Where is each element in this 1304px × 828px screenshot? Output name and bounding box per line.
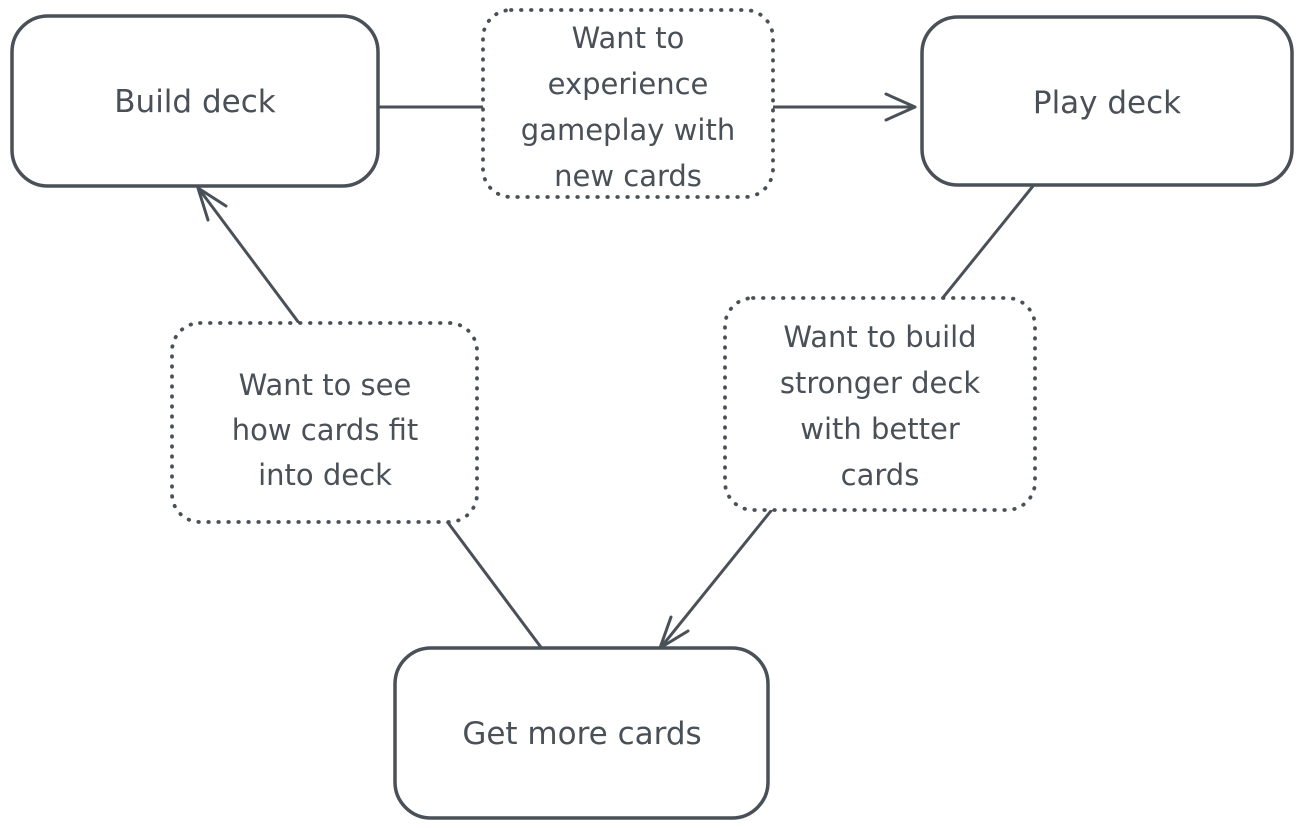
- arrowhead-into-play-deck: [884, 92, 917, 122]
- node-play-deck-box: [920, 15, 1294, 187]
- reason-line: into deck: [258, 458, 392, 492]
- reason-want-fit-label: Want to see how cards fit into deck: [232, 368, 419, 492]
- reason-line: Want to build: [783, 320, 976, 354]
- node-get-more-cards-box: [393, 646, 770, 820]
- reason-want-stronger-box: [723, 296, 1037, 512]
- reason-line: stronger deck: [780, 366, 980, 400]
- node-play-deck-label: Play deck: [1033, 85, 1181, 121]
- reason-line: Want to see: [239, 368, 412, 402]
- node-build-deck-box: [10, 14, 380, 188]
- arrowhead-into-build-deck: [196, 186, 228, 222]
- node-build-deck-label: Build deck: [114, 84, 275, 120]
- reason-want-fit-box: [170, 321, 479, 524]
- reason-want-experience-box: [481, 8, 775, 199]
- reason-want-experience-label: Want to experience gameplay with new car…: [521, 21, 735, 193]
- reason-line: cards: [841, 458, 920, 492]
- reason-line: Want to: [572, 21, 685, 55]
- reason-line: how cards fit: [232, 413, 419, 447]
- reason-line: experience: [548, 67, 709, 101]
- reason-line: new cards: [554, 159, 702, 193]
- arrowhead-into-get-more-cards: [658, 615, 690, 650]
- reason-line: gameplay with: [521, 113, 735, 147]
- node-get-more-cards-label: Get more cards: [462, 716, 701, 752]
- reason-want-stronger-label: Want to build stronger deck with better …: [780, 320, 980, 492]
- reason-line: with better: [800, 412, 960, 446]
